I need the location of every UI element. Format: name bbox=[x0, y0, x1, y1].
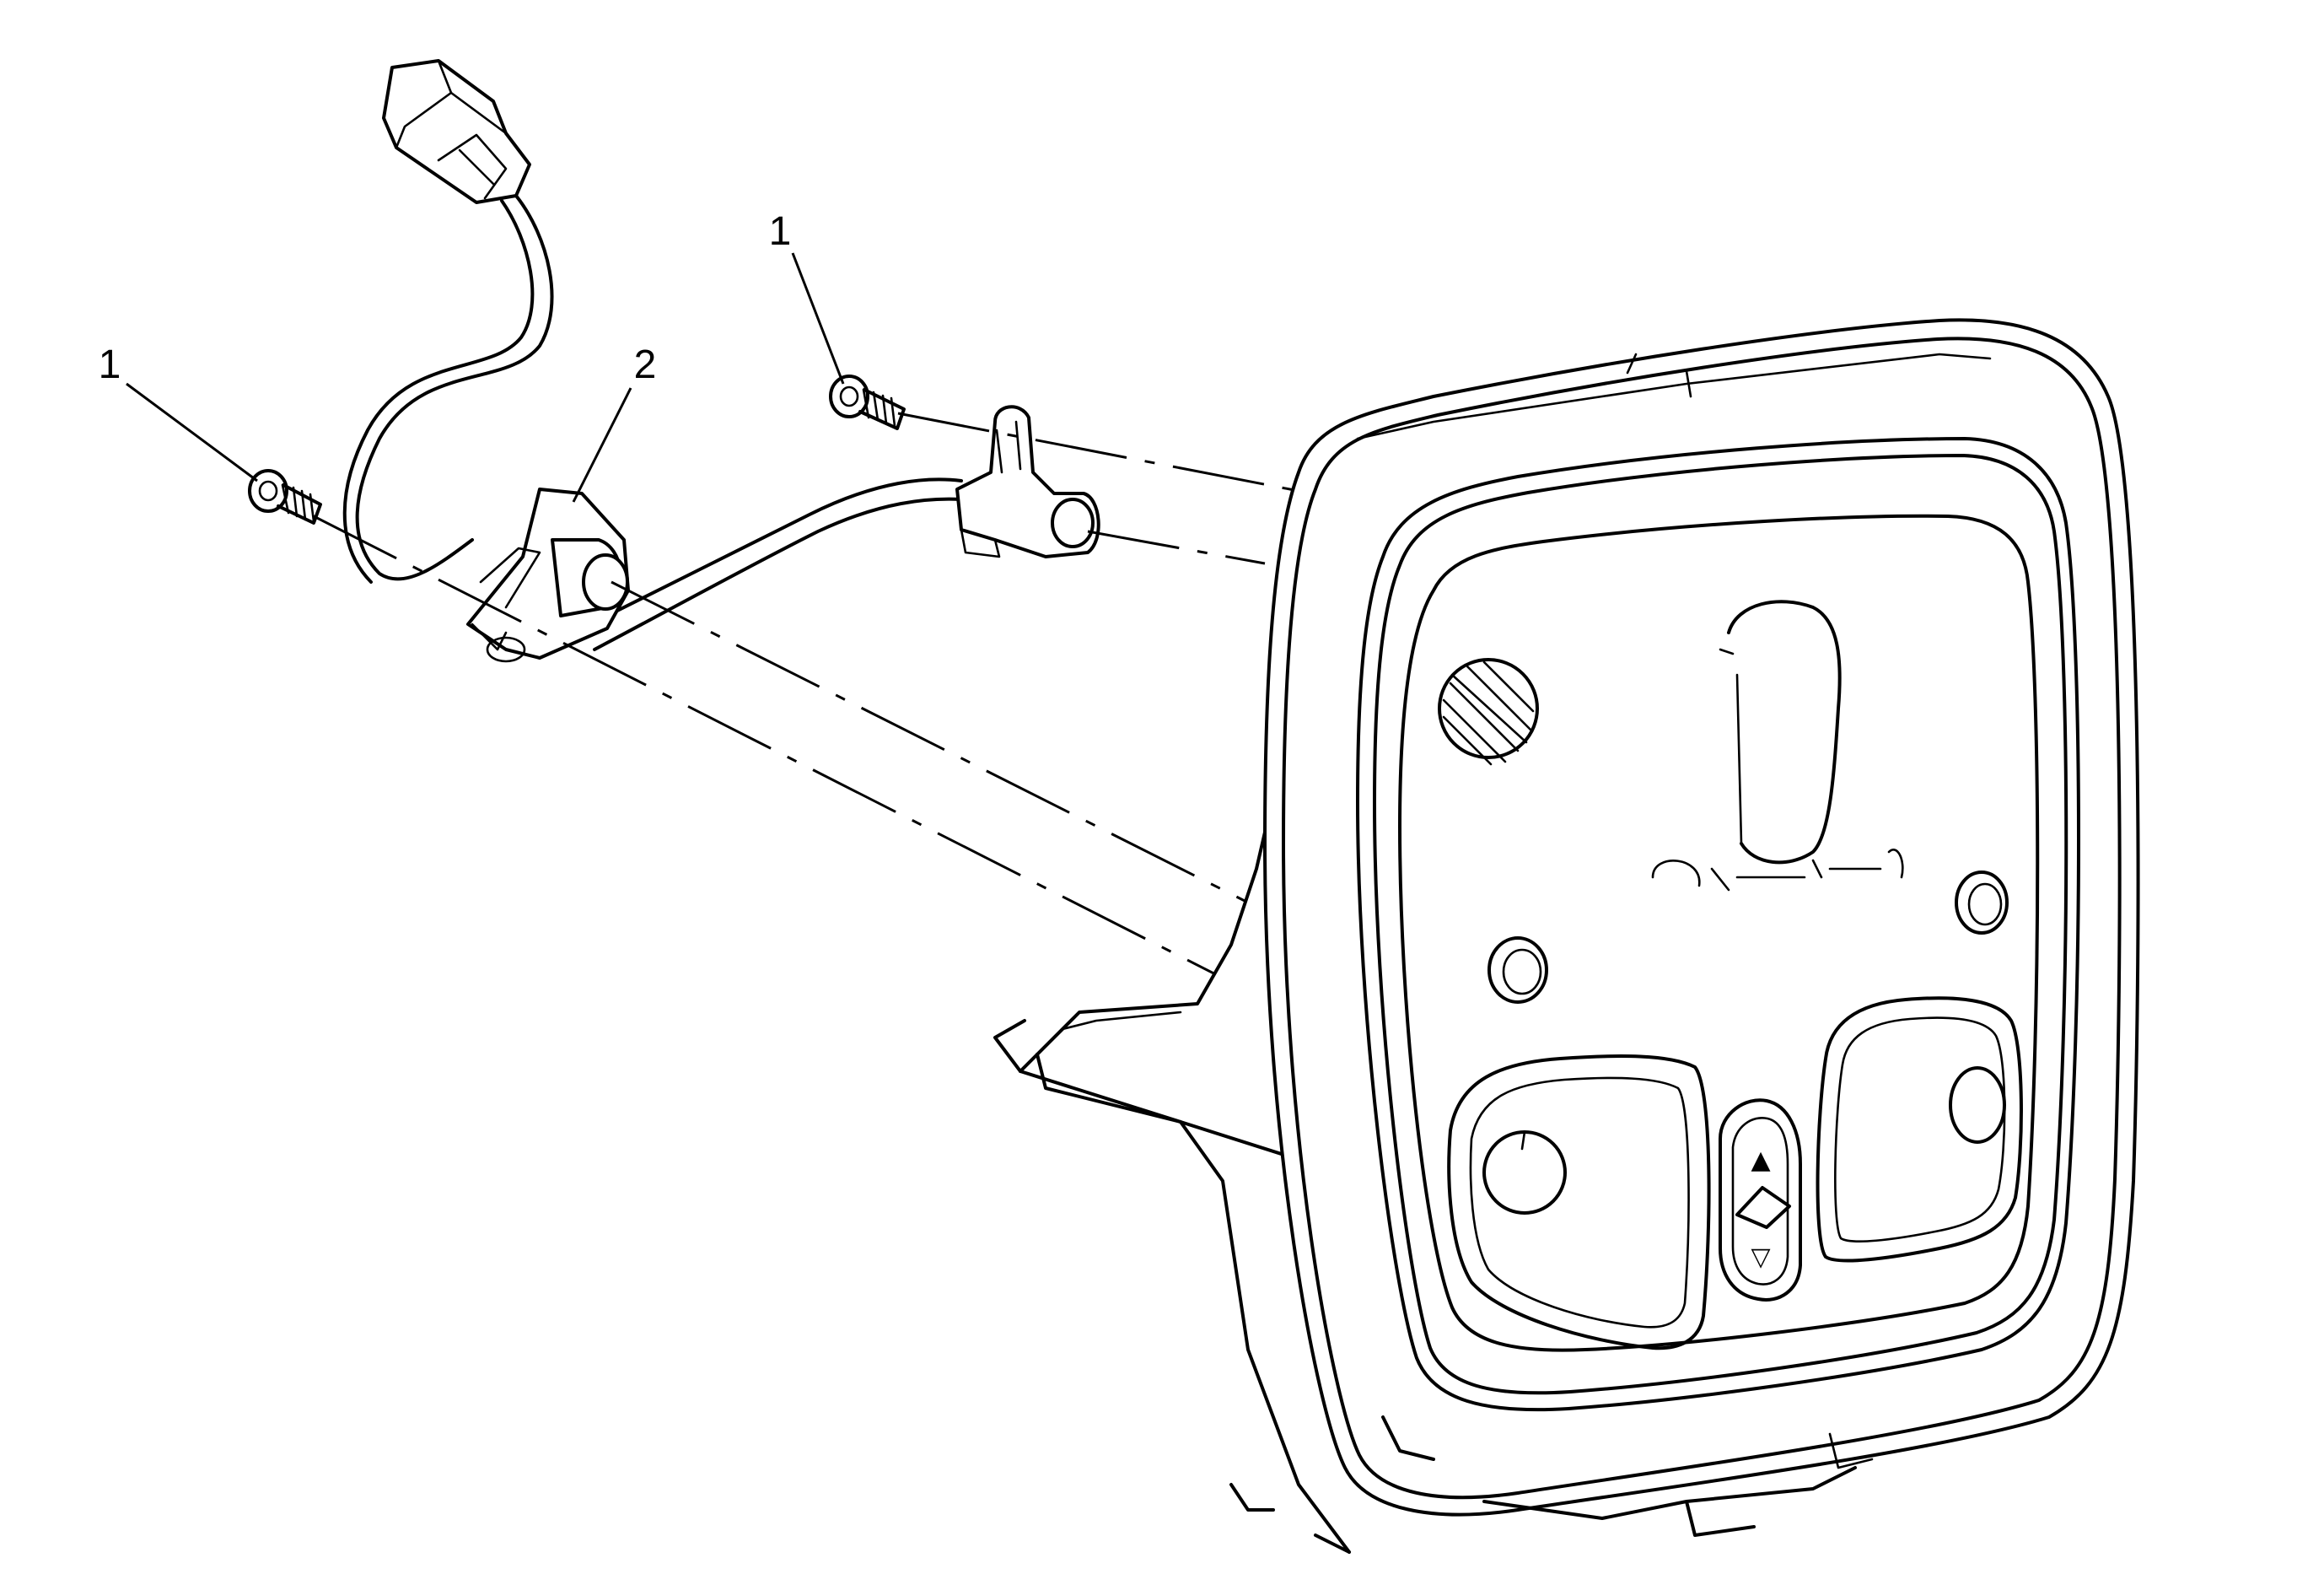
overhead-console: ▲ ▽ bbox=[993, 318, 2140, 1554]
screw-left-icon bbox=[248, 469, 322, 525]
microphone-grille-icon bbox=[1438, 658, 1539, 766]
dome-lamp-switch: ▲ ▽ bbox=[1719, 1098, 1802, 1302]
switch-down-symbol: ▽ bbox=[1751, 1242, 1770, 1272]
callout-label-screw-left: 1 bbox=[99, 342, 121, 387]
lamp-left bbox=[1447, 1054, 1711, 1350]
switch-up-symbol: ▲ bbox=[1751, 1145, 1770, 1175]
clip-right bbox=[955, 405, 1100, 558]
lamp-right bbox=[1816, 996, 2023, 1263]
wiring-harness bbox=[342, 59, 963, 651]
callout-label-clip: 2 bbox=[634, 342, 657, 387]
clip-left bbox=[466, 488, 630, 663]
screw-right-icon bbox=[829, 375, 906, 430]
harness-connector bbox=[382, 59, 531, 204]
callout-label-screw-right: 1 bbox=[769, 209, 792, 254]
callout-group: 1 1 2 bbox=[99, 209, 845, 503]
